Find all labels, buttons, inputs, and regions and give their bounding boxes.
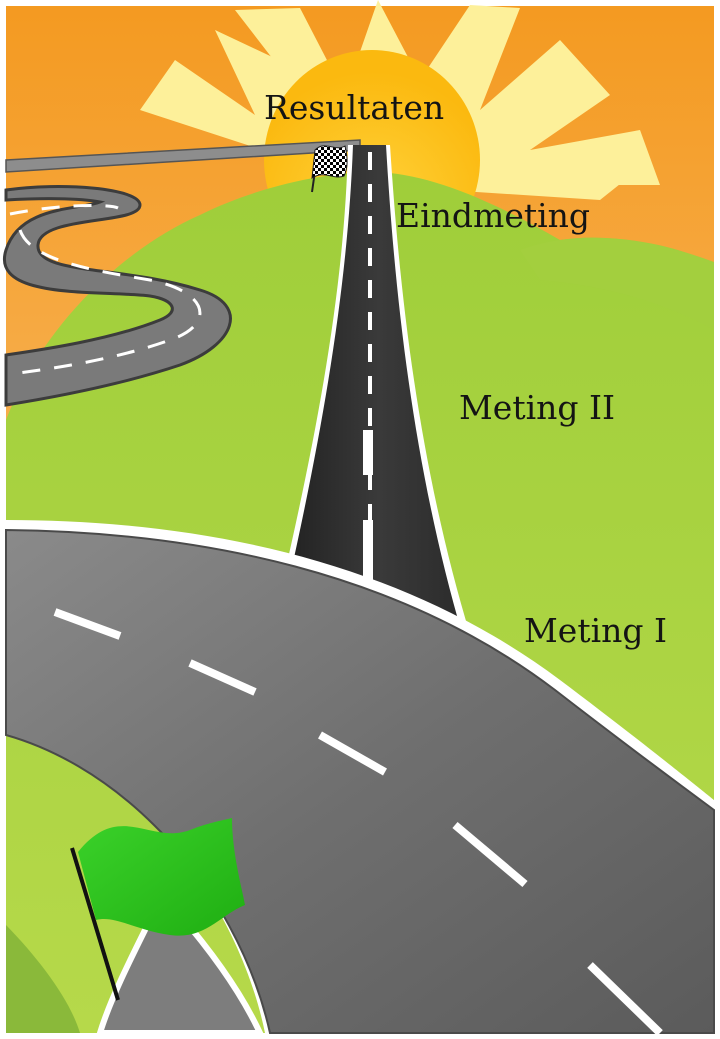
results-label: Resultaten [264,91,444,124]
measurement-1-label: Meting I [524,614,667,647]
final-measurement-label: Eindmeting [396,199,590,232]
measurement-2-label: Meting II [459,391,615,424]
